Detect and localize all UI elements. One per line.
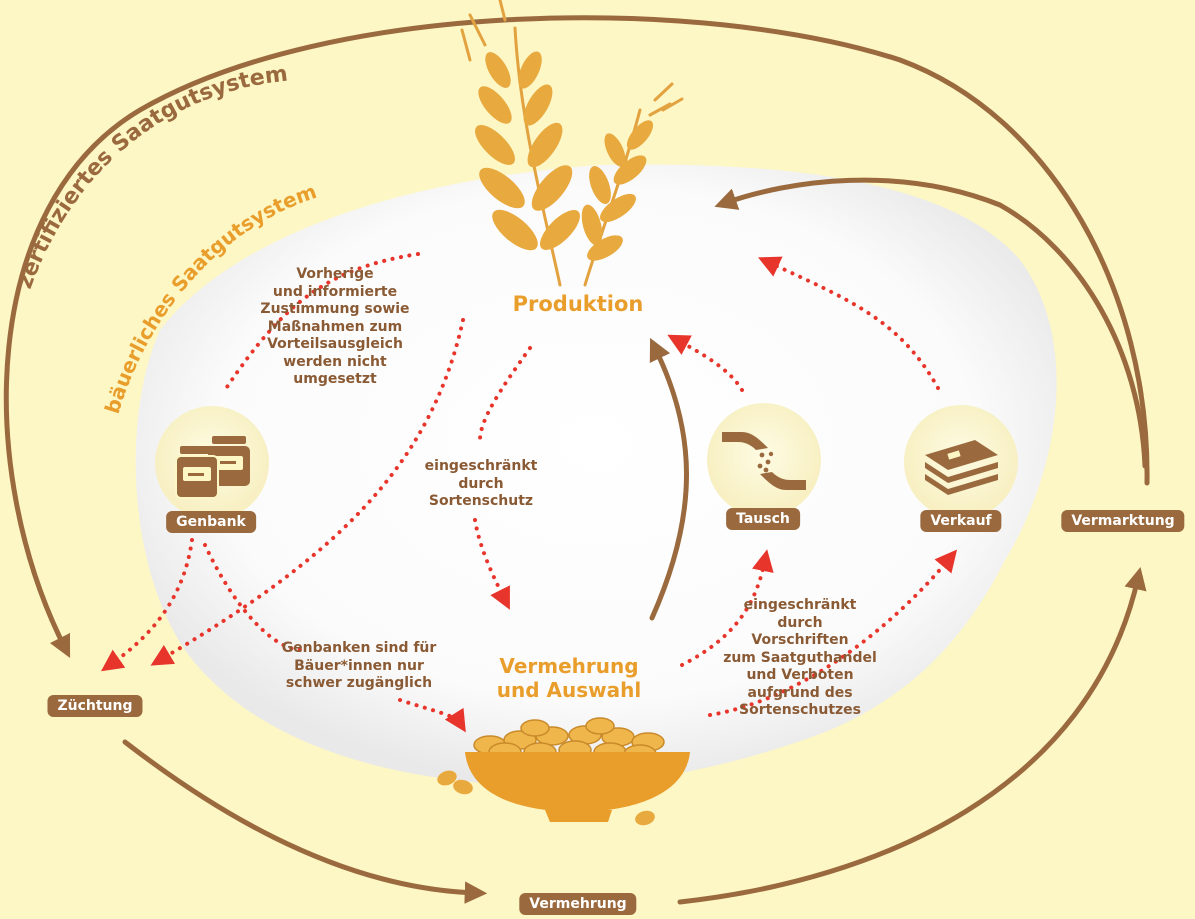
dotted-genbank-access-to-bowl [398, 698, 466, 733]
variety-protection-note: eingeschränkt durch Sortenschutz [424, 458, 538, 509]
dotted-consent-to-zuechtung [150, 318, 465, 666]
wheat-icon [460, 0, 684, 287]
node-verkauf: Verkauf [920, 510, 1002, 532]
money-stack-icon [925, 440, 998, 495]
arc-zuechtung-to-vermehrung [122, 739, 488, 904]
arc-vermehrung-to-produktion [649, 337, 689, 621]
dotted-production-to-bowl [473, 346, 532, 600]
seed-bowl-icon [437, 717, 690, 826]
dotted-tausch-to-production [667, 334, 744, 392]
dotted-genbank-to-zuechtung [100, 538, 194, 672]
production-title: Produktion [512, 292, 644, 316]
dotted-consent-to-genbank [223, 252, 420, 392]
tausch-icon-circle [707, 403, 821, 517]
arc-vermehrung-to-vermarktung [677, 567, 1147, 905]
dotted-genbank-to-bowl [203, 543, 302, 652]
node-zuechtung: Züchtung [47, 695, 143, 717]
dotted-bowl-to-tausch [680, 549, 774, 667]
inner-system-area [135, 164, 1057, 786]
dotted-verkauf-to-production [758, 256, 940, 390]
arc-vermarktung-to-zuechtung [3, 15, 1150, 659]
genbank-icon-circle [155, 406, 269, 520]
trade-rules-note: eingeschränkt durch Vorschriften zum Saa… [723, 597, 877, 718]
consent-note: Vorherige und informierte Zustimmung sow… [260, 266, 410, 387]
seed-jars-icon [175, 436, 250, 499]
node-vermehrung: Vermehrung [519, 893, 637, 915]
node-vermarktung: Vermarktung [1061, 510, 1185, 532]
seed-exchange-hands-icon [722, 432, 806, 490]
verkauf-icon-circle [904, 405, 1018, 519]
arc-to-produktion-right [714, 177, 1148, 469]
restriction-arrows [100, 252, 958, 733]
node-tausch: Tausch [726, 508, 800, 530]
outer-cycle-arrows [3, 15, 1150, 905]
dotted-bowl-to-verkauf [708, 549, 958, 717]
multiplication-selection-title: Vermehrung und Auswahl [496, 654, 642, 702]
genbank-access-note: Genbanken sind für Bäuer*innen nur schwe… [281, 640, 437, 691]
node-genbank: Genbank [166, 511, 256, 533]
